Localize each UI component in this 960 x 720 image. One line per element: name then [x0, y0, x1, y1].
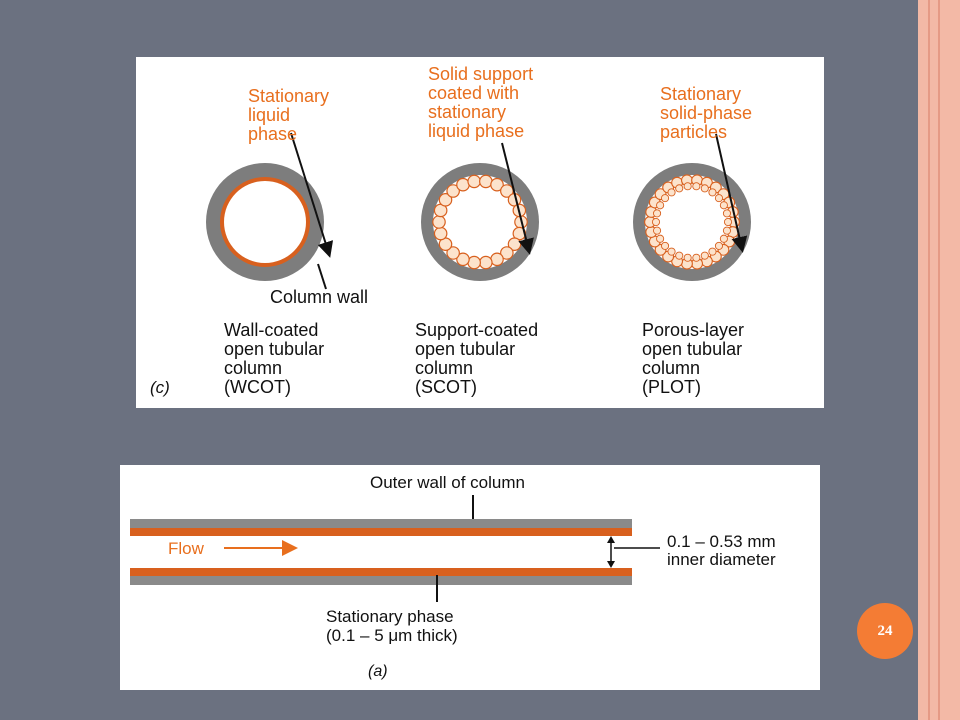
- border-line: [928, 0, 930, 720]
- particle: [653, 209, 662, 218]
- particle: [651, 217, 661, 227]
- wcot-callout-arrow: [290, 132, 334, 258]
- particle: [692, 253, 701, 262]
- column-longitudinal-diagram: Outer wall of column Flow 0.1 – 0.53 mm …: [120, 465, 820, 690]
- column-section: Outer wall of column Flow 0.1 – 0.53 mm …: [130, 473, 780, 680]
- wcot-caption: Wall-coated open tubular column (WCOT): [224, 320, 329, 397]
- wcot-callout: Stationary liquid phase: [248, 86, 334, 144]
- plot-solid-particles: [644, 174, 740, 270]
- column-types-diagram: Stationary liquid phase Solid support co…: [136, 57, 824, 408]
- particle: [722, 209, 732, 218]
- particle: [700, 251, 709, 260]
- wcot-cross-section: [206, 163, 324, 281]
- diameter-label: 0.1 – 0.53 mm inner diameter: [667, 532, 780, 569]
- particle: [656, 234, 665, 243]
- scot-callout: Solid support coated with stationary liq…: [428, 64, 538, 141]
- particle: [661, 194, 670, 203]
- particle: [456, 177, 470, 192]
- particle: [708, 247, 717, 256]
- bottom-stationary-phase: [130, 568, 632, 576]
- particle: [675, 251, 684, 260]
- particle: [479, 174, 493, 189]
- particle: [700, 184, 709, 193]
- top-column-wall: [130, 519, 632, 528]
- page-number-badge: 24: [857, 603, 913, 659]
- particle: [719, 234, 728, 243]
- slide-right-border: [918, 0, 960, 720]
- column-cross-sections: Stationary liquid phase Solid support co…: [150, 64, 757, 397]
- column-wall-label: Column wall: [270, 287, 368, 307]
- particle: [722, 226, 732, 235]
- scot-support-particles: [432, 174, 528, 270]
- plot-cross-section: [633, 163, 751, 281]
- stationary-phase-label: Stationary phase (0.1 – 5 μm thick): [326, 607, 458, 645]
- particle: [446, 184, 460, 198]
- particle: [714, 241, 724, 250]
- top-stationary-phase: [130, 528, 632, 536]
- particle: [500, 246, 514, 260]
- particle: [708, 188, 717, 197]
- wcot-bore: [224, 181, 306, 263]
- particle: [479, 255, 493, 270]
- particle: [719, 201, 728, 210]
- diameter-arrow-top: [607, 536, 615, 543]
- bottom-column-wall: [130, 576, 632, 585]
- particle: [714, 194, 724, 203]
- diameter-arrow-bottom: [607, 561, 615, 568]
- particle: [656, 201, 665, 210]
- particle: [653, 226, 662, 235]
- particle: [456, 252, 470, 267]
- border-line: [938, 0, 940, 720]
- particle: [467, 174, 481, 189]
- panel-letter-c: (c): [150, 378, 170, 397]
- flow-label: Flow: [168, 539, 205, 558]
- outer-wall-label: Outer wall of column: [370, 473, 525, 492]
- plot-callout: Stationary solid-phase particles: [660, 84, 757, 142]
- particle: [692, 182, 701, 191]
- particle: [438, 193, 453, 207]
- particle: [467, 255, 481, 270]
- particle: [432, 215, 446, 229]
- panel-letter-a: (a): [368, 663, 388, 680]
- plot-callout-arrow: [715, 133, 748, 253]
- wall-callout-line: [317, 263, 327, 290]
- particle: [667, 188, 676, 197]
- particle: [446, 246, 460, 260]
- particle: [675, 184, 684, 193]
- scot-cross-section: [421, 163, 539, 281]
- particle: [723, 217, 733, 227]
- particle: [490, 177, 504, 192]
- scot-callout-arrow: [501, 142, 534, 255]
- scot-bore: [433, 175, 527, 269]
- scot-caption: Support-coated open tubular column (SCOT…: [415, 320, 543, 397]
- particle: [683, 182, 692, 191]
- plot-caption: Porous-layer open tubular column (PLOT): [642, 320, 749, 397]
- particle: [661, 241, 670, 250]
- particle: [667, 247, 676, 256]
- particle: [490, 252, 504, 267]
- particle: [433, 226, 448, 241]
- particle: [683, 253, 692, 262]
